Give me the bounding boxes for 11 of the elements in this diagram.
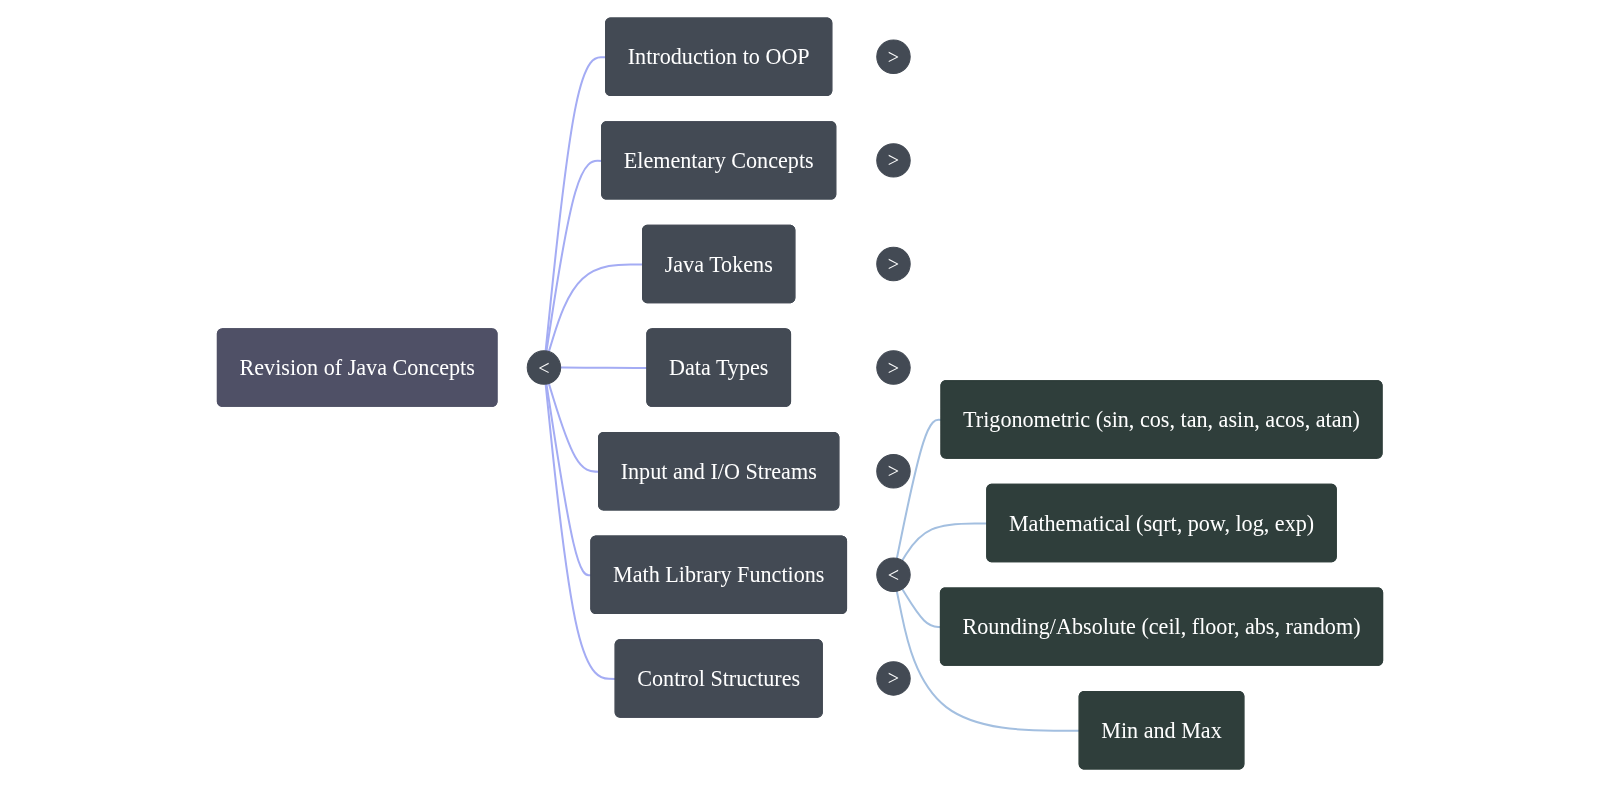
node-circle: > [876,350,911,385]
node-circle: > [876,39,911,74]
node-circle: < [876,557,911,593]
node-circle: < [526,350,562,385]
node-circle: > [876,246,911,282]
node-circle: > [876,453,911,489]
connector [901,588,941,629]
connector [544,384,616,680]
connector [895,591,1080,732]
node-circle: > [876,143,911,178]
node-circle: > [876,661,911,696]
